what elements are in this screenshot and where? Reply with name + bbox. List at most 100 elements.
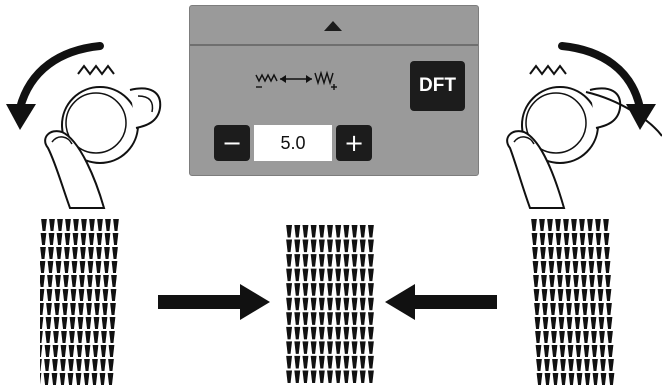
stitch-mark (69, 331, 75, 343)
stitch-mark (367, 341, 374, 354)
stitch-mark (104, 233, 111, 245)
stitch-mark (310, 283, 317, 296)
stitch-mark (302, 326, 309, 340)
dial-turn-right-icon (506, 42, 662, 209)
stitch-mark (67, 373, 74, 385)
stitch-mark (552, 373, 559, 385)
stitch-mark (359, 355, 366, 369)
stitch-mark (294, 225, 301, 238)
stitch-mark (79, 261, 86, 273)
stitch-mark (535, 345, 542, 357)
stitch-mark (52, 345, 59, 357)
stitch-mark (40, 345, 43, 357)
stitch-mark (351, 225, 358, 238)
stitch-mark (598, 317, 605, 329)
stitch-mark (600, 373, 607, 385)
stitch-mark (599, 331, 605, 343)
stitch-mark (572, 261, 579, 273)
stitch-mark (111, 275, 117, 287)
stitch-mark (547, 219, 553, 231)
stitch-mark (52, 359, 58, 371)
stitch-mark (294, 283, 301, 296)
lcd-screen: DFT − 5.0 + (189, 5, 479, 176)
stitch-mark (579, 219, 585, 231)
stitch-mark (531, 219, 537, 231)
stitch-mark (40, 303, 44, 315)
stitch-mark (608, 373, 615, 385)
stitch-mark (335, 326, 342, 340)
stitch-mark (552, 359, 558, 371)
stitch-mark (60, 359, 66, 371)
stitch-mark (77, 331, 83, 343)
stitch-mark (62, 303, 68, 315)
stitch-mark (582, 303, 588, 315)
stitch-mark (544, 373, 551, 385)
stitch-mark (318, 283, 325, 296)
stitch-mark (351, 297, 358, 311)
stitch-mark (327, 297, 333, 311)
stitch-mark (111, 261, 118, 273)
stitch-mark (335, 254, 342, 267)
stitch-mark (44, 345, 51, 357)
stitch-mark (531, 233, 538, 245)
stitch-mark (327, 355, 333, 369)
stitch-mark (588, 261, 595, 273)
stitch-mark (95, 275, 101, 287)
stitch-mark (564, 247, 570, 259)
stitch-mark (40, 373, 42, 385)
stitch-mark (579, 233, 586, 245)
stitch-mark (87, 275, 93, 287)
stitch-mark (549, 289, 556, 301)
stitch-mark (335, 341, 342, 354)
stitch-width-icon (254, 69, 338, 91)
stitch-mark (112, 233, 119, 245)
stitch-mark (327, 341, 333, 354)
stitch-mark (556, 261, 563, 273)
stitch-mark (76, 345, 83, 357)
stitch-mark (559, 345, 566, 357)
stitch-mark (343, 283, 350, 296)
triangle-up-icon[interactable] (321, 18, 345, 34)
increase-width-button[interactable]: + (336, 125, 372, 161)
stitch-mark (351, 268, 358, 282)
stitch-mark (565, 275, 571, 287)
stitch-mark (532, 247, 538, 259)
stitch-mark (367, 297, 374, 311)
stitch-mark (343, 326, 350, 340)
stitch-mark (575, 345, 582, 357)
stitch-mark (47, 261, 54, 273)
stitch-mark (112, 247, 118, 259)
decrease-width-button[interactable]: − (214, 125, 250, 161)
stitch-mark (102, 289, 109, 301)
stitch-mark (581, 289, 588, 301)
stitch-mark (108, 345, 115, 357)
arrow-right-icon (158, 284, 270, 320)
default-width-button[interactable]: DFT (410, 61, 465, 111)
stitch-mark (327, 370, 333, 383)
stitch-mark (94, 289, 101, 301)
stitch-mark (549, 275, 555, 287)
stitch-mark (286, 297, 293, 311)
stitch-mark (574, 317, 581, 329)
stitch-mark (604, 261, 611, 273)
stitch-mark (60, 345, 67, 357)
stitch-mark (56, 233, 63, 245)
stitch-mark (318, 326, 325, 340)
stitch-mark (571, 219, 577, 231)
stitch-mark (541, 275, 547, 287)
stitch-mark (81, 219, 87, 231)
stitch-mark (327, 239, 333, 253)
stitch-mark (302, 370, 309, 383)
stitch-mark (41, 219, 47, 231)
stitch-mark (598, 303, 604, 315)
stitch-mark (286, 225, 293, 238)
stitch-mark (568, 373, 575, 385)
stitch-mark (565, 289, 572, 301)
stitch-mark (539, 219, 545, 231)
stitch-mark (94, 303, 100, 315)
stitch-mark (359, 239, 366, 253)
stitch-mark (97, 219, 103, 231)
stitch-mark (40, 275, 45, 287)
stitch-mark (302, 239, 309, 253)
